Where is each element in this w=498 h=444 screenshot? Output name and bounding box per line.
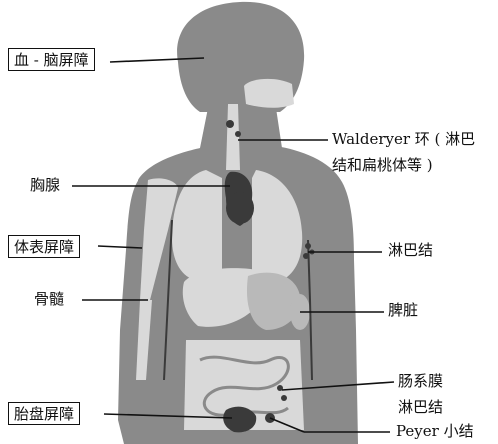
label-waldeyer-ring-line1: Walderyer 环 ( 淋巴 <box>332 130 475 148</box>
tonsil <box>235 131 241 137</box>
label-peyer-patches: Peyer 小结 <box>396 422 474 440</box>
intestines <box>184 340 304 432</box>
heart-organ <box>226 192 254 224</box>
mesenteric-node <box>281 395 287 401</box>
neck-shape <box>200 108 282 148</box>
mouth-cavity <box>244 79 294 108</box>
label-mesenteric-line1: 肠系膜 <box>398 372 443 390</box>
label-waldeyer-ring-line2: 结和扁桃体等 ) <box>332 156 433 174</box>
label-placental-barrier: 胎盘屏障 <box>8 402 80 425</box>
label-spleen: 脾脏 <box>388 301 418 319</box>
label-thymus: 胸腺 <box>30 176 60 194</box>
axillary-node <box>305 243 311 249</box>
tonsil <box>226 120 234 128</box>
trachea <box>226 104 240 170</box>
label-bone-marrow: 骨髓 <box>34 290 64 308</box>
axillary-node <box>303 253 309 259</box>
label-body-surface-barrier: 体表屏障 <box>8 235 80 258</box>
label-blood-brain-barrier: 血 - 脑屏障 <box>8 48 95 71</box>
label-lymph-node: 淋巴结 <box>388 241 433 259</box>
label-mesenteric-line2: 淋巴结 <box>398 398 443 416</box>
